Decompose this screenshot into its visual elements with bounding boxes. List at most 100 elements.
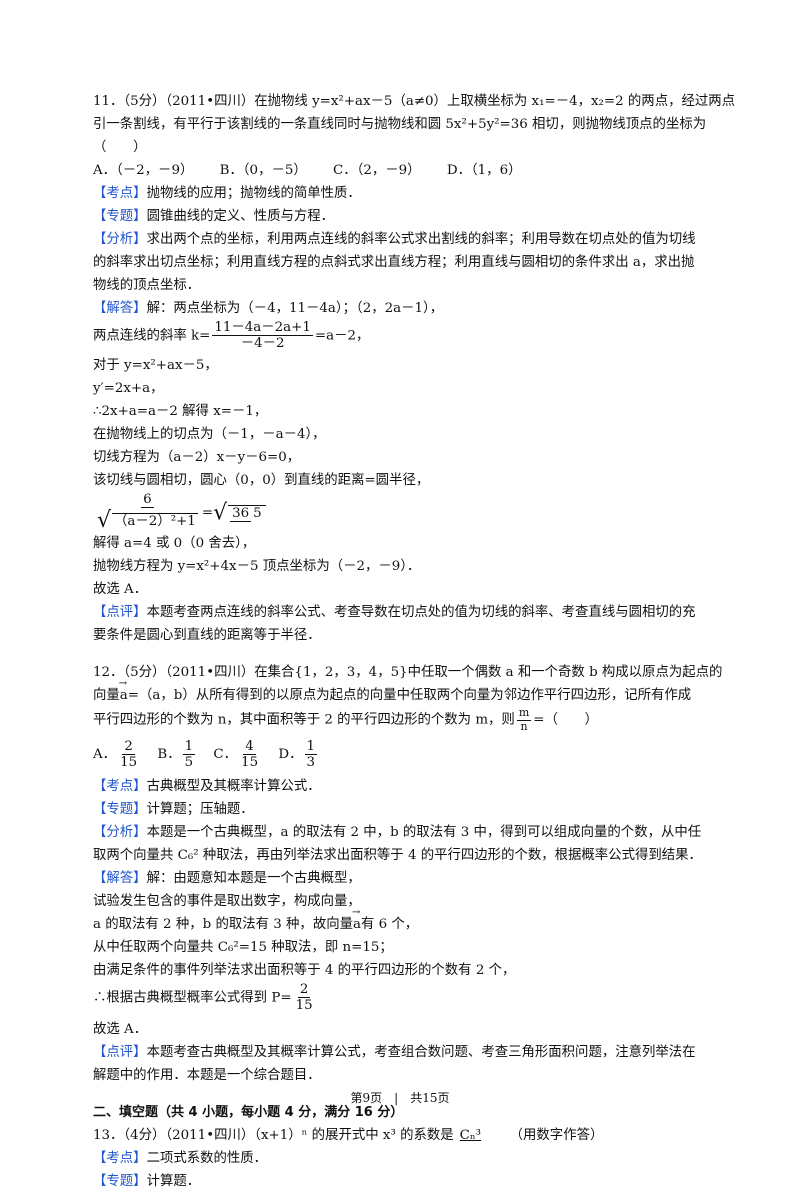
kaodian-text: 古典概型及其概率计算公式． [146, 779, 321, 794]
step-text: a 的取法有 2 种，b 的取法有 3 种，故向量 [93, 917, 353, 932]
q12-step4: 从中任取两个向量共 C₆²=15 种取法，即 n=15； [93, 940, 393, 955]
q11-slope-line: 两点连线的斜率 k=11－4a－2a+1－4－2=a－2， [93, 320, 723, 354]
q11-zhuanti: 【专题】圆锥曲线的定义、性质与方程． [93, 205, 723, 228]
spacer [93, 647, 723, 661]
question-12: 12．（5分）（2011•四川）在集合{1，2，3，4，5}中任取一个偶数 a … [93, 661, 723, 1087]
q12-step3: a 的取法有 2 种，b 的取法有 3 种，故向量a有 6 个， [93, 901, 723, 936]
fraction-denominator: √（a－2）²+1 [95, 508, 200, 533]
q11-step5: ∴2x+a=a－2 解得 x=－1， [93, 404, 268, 419]
q11-step8: 该切线与圆相切，圆心（0，0）到直线的距离=圆半径， [93, 473, 430, 488]
fraction-numerator: 11－4a－2a+1 [212, 320, 313, 337]
q13-kaodian: 【考点】二项式系数的性质． [93, 1147, 723, 1170]
q11-stem-line2: 引一条割线，有平行于该割线的一条直线同时与抛物线和圆 5x²+5y²=36 相切… [93, 117, 707, 132]
q12-fenxi: 【分析】本题是一个古典概型，a 的取法有 2 中，b 的取法有 3 中，得到可以… [93, 821, 723, 844]
vector-a: a [119, 672, 128, 707]
page-content: 11．（5分）（2011•四川）在抛物线 y=x²+ax－5（a≠0）上取横坐标… [93, 90, 736, 1193]
question-13: 13．（4分）（2011•四川）（x+1）ⁿ 的展开式中 x³ 的系数是 Cₙ³ （… [93, 1124, 723, 1193]
answer-blank: Cₙ³ [459, 1128, 482, 1143]
zhuanti-text: 计算题；压轴题． [146, 802, 254, 817]
q11-dianping: 【点评】本题考查两点连线的斜率公式、考查导数在切点处的值为切线的斜率、考查直线与… [93, 601, 723, 624]
q11-fenxi-line2: 的斜率求出切点坐标；利用直线方程的点斜式求出直线方程；利用直线与圆相切的条件求出… [93, 255, 695, 270]
q13-zhuanti: 【专题】计算题． [93, 1170, 723, 1193]
document-page: 11．（5分）（2011•四川）在抛物线 y=x²+ax－5（a≠0）上取横坐标… [0, 0, 800, 1132]
fenxi-text: 本题是一个古典概型，a 的取法有 2 中，b 的取法有 3 中，得到可以组成向量… [146, 825, 702, 840]
fraction-denominator: 3 [306, 755, 316, 771]
zhuanti-text: 圆锥曲线的定义、性质与方程． [146, 209, 335, 224]
q12-step2: 试验发生包含的事件是取出数字，构成向量， [93, 894, 361, 909]
stem-text: （用数字作答） [509, 1128, 604, 1143]
fraction-numerator: 4 [243, 739, 256, 756]
fraction-denominator: 15 [241, 755, 259, 771]
q12-step5: 由满足条件的事件列举法求出面积等于 4 的平行四边形的个数有 2 个， [93, 963, 516, 978]
fenxi-tag: 【分析】 [93, 232, 147, 247]
zhuanti-text: 计算题． [146, 1174, 201, 1189]
page-footer: 第9页 | 共15页 [350, 1091, 450, 1105]
q11-dianping-line2: 要条件是圆心到直线的距离等于半径． [93, 628, 321, 643]
q11-step10: 解得 a=4 或 0（0 舍去）， [93, 536, 256, 551]
fraction-numerator: 2 [122, 739, 135, 756]
kaodian-text: 抛物线的应用；抛物线的简单性质． [146, 186, 361, 201]
fraction-numerator: 36 [230, 505, 252, 522]
fraction-denominator: 5 [253, 505, 262, 521]
q11-step7: 切线方程为（a－2）x－y－6=0， [93, 450, 301, 465]
zhuanti-tag: 【专题】 [93, 209, 147, 224]
jieda-text: 解：两点坐标为（－4，11－4a）；（2，2a－1）， [146, 301, 444, 316]
distance-fraction: 6√（a－2）²+1 [95, 492, 200, 534]
q11-option-c: C．（2，－9） [333, 163, 421, 178]
q11-step6: 在抛物线上的切点为（－1，－a－4）， [93, 427, 326, 442]
q11-stem-line1: 11．（5分）（2011•四川）在抛物线 y=x²+ax－5（a≠0）上取横坐标… [93, 94, 736, 109]
stem-text: 13．（4分）（2011•四川）（x+1）ⁿ 的展开式中 x³ 的系数是 [93, 1128, 454, 1143]
q12-zhuanti: 【专题】计算题；压轴题． [93, 798, 723, 821]
jieda-tag: 【解答】 [93, 871, 147, 886]
jieda-text: 解：由题意知本题是一个古典概型， [146, 871, 361, 886]
slope-label: 两点连线的斜率 k= [93, 328, 211, 344]
sqrt-radicand: （a－2）²+1 [112, 512, 198, 529]
dianping-tag: 【点评】 [93, 605, 147, 620]
q11-fenxi: 【分析】求出两个点的坐标，利用两点连线的斜率公式求出割线的斜率；利用导数在切点处… [93, 228, 723, 251]
q12-dianping-line2: 解题中的作用．本题是一个综合题目． [93, 1068, 321, 1083]
slope-fraction: 11－4a－2a+1－4－2 [212, 320, 313, 352]
stem-text: 平行四边形的个数为 n，其中面积等于 2 的平行四边形的个数为 m，则 [93, 712, 515, 728]
q11-fenxi-line3: 物线的顶点坐标． [93, 278, 201, 293]
option-label: A． [93, 747, 117, 763]
kaodian-tag: 【考点】 [93, 779, 147, 794]
q12-dianping: 【点评】本题考查古典概型及其概率计算公式，考查组合数问题、考查三角形面积问题，注… [93, 1041, 723, 1064]
sqrt-icon: √ [213, 500, 228, 526]
dianping-text: 本题考查两点连线的斜率公式、考查导数在切点处的值为切线的斜率、考查直线与圆相切的… [146, 605, 696, 620]
fraction-denominator: 5 [184, 755, 194, 771]
kaodian-text: 二项式系数的性质． [146, 1151, 268, 1166]
question-11: 11．（5分）（2011•四川）在抛物线 y=x²+ax－5（a≠0）上取横坐标… [93, 90, 736, 647]
q11-step3: 对于 y=x²+ax－5， [93, 358, 218, 373]
option-label: C． [213, 747, 238, 763]
fraction-denominator: n [520, 719, 528, 733]
zhuanti-tag: 【专题】 [93, 1174, 147, 1189]
stem-text: =（ ） [533, 712, 599, 728]
fraction-denominator: －4－2 [240, 336, 285, 352]
q13-stem: 13．（4分）（2011•四川）（x+1）ⁿ 的展开式中 x³ 的系数是 Cₙ³ （… [93, 1124, 723, 1147]
q12-stem-line2: 向量a=（a，b）从所有得到的以原点为起点的向量中任取两个向量为邻边作平行四边形… [93, 672, 723, 707]
fraction-numerator: 2 [297, 982, 311, 999]
q11-jieda: 【解答】解：两点坐标为（－4，11－4a）；（2，2a－1）， [93, 297, 723, 320]
q12-jieda: 【解答】解：由题意知本题是一个古典概型， [93, 867, 723, 890]
dianping-text: 本题考查古典概型及其概率计算公式，考查组合数问题、考查三角形面积问题，注意列举法… [146, 1045, 696, 1060]
q11-stem-line3: （ ） [93, 140, 147, 155]
q12-kaodian: 【考点】古典概型及其概率计算公式． [93, 775, 723, 798]
q12-stem-line1: 12．（5分）（2011•四川）在集合{1，2，3，4，5}中任取一个偶数 a … [93, 665, 723, 680]
fraction-denominator: 15 [120, 755, 138, 771]
q11-option-a: A．（－2，－9） [93, 163, 194, 178]
option-label: B． [157, 747, 181, 763]
fraction-numerator: 1 [304, 739, 318, 756]
section-heading: 二、填空题（共 4 小题，每小题 4 分，满分 16 分） [93, 1105, 404, 1120]
q11-kaodian: 【考点】抛物线的应用；抛物线的简单性质． [93, 182, 723, 205]
fenxi-tag: 【分析】 [93, 825, 147, 840]
q11-step12: 故选 A． [93, 582, 148, 597]
q11-option-d: D．（1，6） [446, 163, 522, 178]
